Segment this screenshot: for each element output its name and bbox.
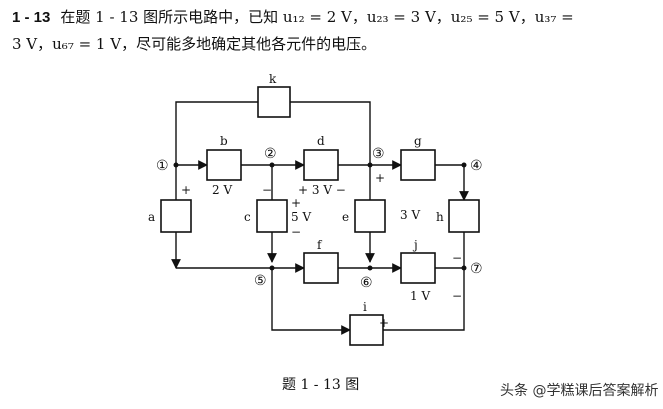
element-i-box (349, 314, 384, 346)
label-b: b (220, 134, 228, 148)
e-plus: + (375, 171, 385, 185)
watermark: 头条 @学糕课后答案解析 (500, 383, 659, 399)
i-minus: − (452, 289, 462, 303)
c-minus-bottom: − (291, 225, 301, 239)
junction-dots (173, 162, 467, 271)
element-e-box (354, 199, 386, 233)
node-1: ① (156, 158, 169, 174)
element-a-box (160, 199, 192, 233)
node-5: ⑤ (254, 273, 267, 289)
node-2: ② (264, 146, 277, 162)
element-b-box (206, 149, 242, 181)
element-k-box (257, 86, 291, 118)
c-voltage: 5 V (291, 210, 311, 224)
label-h: h (436, 210, 444, 224)
problem-text-2: 3 V，u₆₇ = 1 V，尽可能多地确定其他各元件的电压。 (12, 35, 377, 53)
figure-caption: 题 1 - 13 图 (282, 377, 360, 393)
label-k: k (269, 72, 277, 86)
j-voltage: 1 V (410, 289, 430, 303)
label-i: i (363, 300, 367, 314)
wires (171, 101, 469, 335)
i-plus: + (379, 316, 389, 330)
element-f-box (303, 252, 339, 284)
a-plus: + (181, 183, 191, 197)
node-3: ③ (372, 146, 385, 162)
problem-line-2: 3 V，u₆₇ = 1 V，尽可能多地确定其他各元件的电压。 (12, 31, 652, 57)
element-g-box (400, 149, 436, 181)
element-j-box (400, 252, 436, 284)
e-voltage: 3 V (400, 208, 420, 222)
h-minus: − (452, 251, 462, 265)
d-voltage: + 3 V − (298, 183, 346, 197)
b-voltage: 2 V (212, 183, 232, 197)
element-boxes (160, 86, 480, 346)
node-6: ⑥ (360, 275, 373, 291)
c-minus-top: − (262, 183, 272, 197)
problem-text-1: 在题 1 - 13 图所示电路中，已知 u₁₂ = 2 V，u₂₃ = 3 V，… (60, 8, 574, 26)
problem-statement: 1 - 13 在题 1 - 13 图所示电路中，已知 u₁₂ = 2 V，u₂₃ … (12, 4, 652, 57)
element-c-box (256, 199, 288, 233)
node-7: ⑦ (470, 261, 483, 277)
label-a: a (148, 210, 155, 224)
c-plus: + (291, 196, 301, 210)
label-d: d (317, 134, 325, 148)
label-f: f (317, 238, 323, 252)
problem-line-1: 1 - 13 在题 1 - 13 图所示电路中，已知 u₁₂ = 2 V，u₂₃ … (12, 4, 652, 31)
label-g: g (414, 134, 422, 148)
element-d-box (303, 149, 339, 181)
problem-number: 1 - 13 (12, 9, 51, 26)
label-j: j (412, 238, 418, 252)
element-h-box (448, 199, 480, 233)
label-e: e (342, 210, 349, 224)
label-c: c (244, 210, 251, 224)
node-4: ④ (470, 158, 483, 174)
